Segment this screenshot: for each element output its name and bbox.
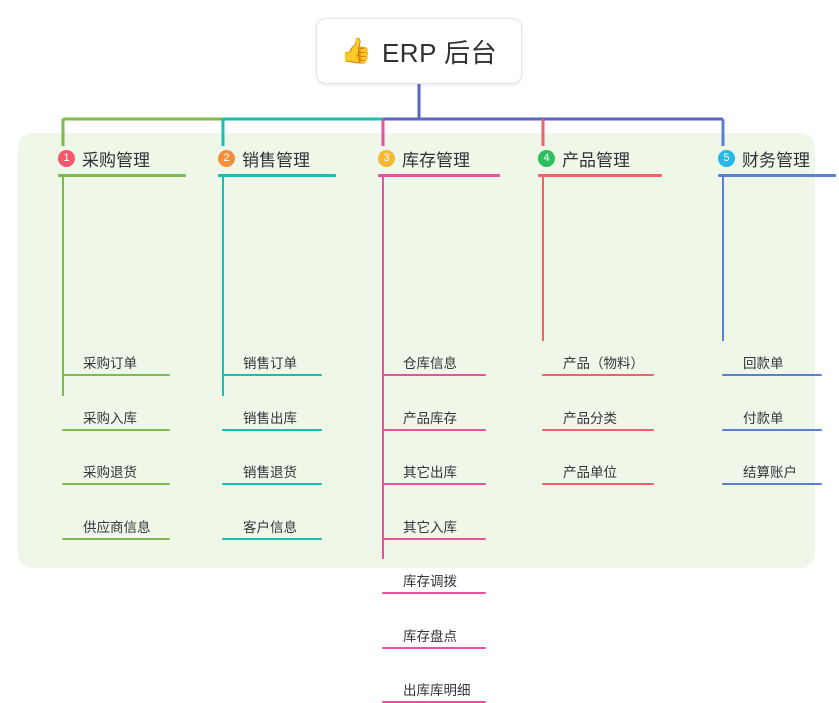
leaf-item-label: 产品单位 bbox=[563, 465, 617, 480]
leaf-item-label: 产品分类 bbox=[563, 410, 617, 426]
leaf-item[interactable]: 销售退货 bbox=[222, 320, 322, 485]
leaf-item[interactable]: 采购入库 bbox=[62, 320, 170, 431]
leaf-item-rule bbox=[542, 428, 654, 431]
leaf-item-label: 供应商信息 bbox=[83, 519, 151, 535]
connector-lines bbox=[61, 84, 725, 146]
leaf-item[interactable]: 产品单位 bbox=[542, 320, 654, 485]
thumbs-up-icon: 👍 bbox=[340, 36, 372, 65]
leaf-item-label: 出库库明细 bbox=[403, 683, 471, 698]
leaf-item-label: 销售订单 bbox=[243, 356, 297, 371]
leaf-item-label: 采购订单 bbox=[83, 356, 137, 371]
branch-header-rule bbox=[538, 174, 662, 177]
leaf-item[interactable]: 采购退货 bbox=[62, 320, 170, 485]
branch-column-2: 2 销售管理销售订单销售出库销售退货客户信息 bbox=[198, 144, 336, 540]
leaf-item-label: 其它出库 bbox=[403, 465, 457, 480]
leaf-item-label: 付款单 bbox=[743, 410, 784, 426]
leaf-item-rule bbox=[722, 483, 822, 485]
leaf-item[interactable]: 客户信息 bbox=[222, 320, 322, 540]
leaf-item[interactable]: 回款单 bbox=[722, 320, 822, 376]
branch-header-5[interactable]: 5 财务管理 bbox=[698, 144, 810, 172]
leaf-item-rule bbox=[62, 537, 170, 540]
leaf-item[interactable]: 仓库信息 bbox=[382, 320, 486, 376]
leaf-item-label: 产品库存 bbox=[403, 410, 457, 426]
branch-column-5: 5 财务管理回款单付款单结算账户 bbox=[698, 144, 836, 485]
branch-title: 产品管理 bbox=[562, 150, 630, 170]
leaf-item-label: 回款单 bbox=[743, 356, 784, 371]
branch-column-1: 1 采购管理采购订单采购入库采购退货供应商信息 bbox=[38, 144, 186, 540]
leaf-item-label: 仓库信息 bbox=[403, 356, 457, 371]
leaf-item-rule bbox=[382, 374, 486, 376]
leaf-item-rule bbox=[222, 483, 322, 485]
leaf-item-rule bbox=[62, 483, 170, 485]
leaf-item-label: 产品（物料） bbox=[563, 356, 644, 371]
branch-trunk bbox=[222, 176, 224, 396]
leaf-item[interactable]: 其它出库 bbox=[382, 320, 486, 485]
leaf-item-label: 采购入库 bbox=[83, 410, 137, 426]
branch-title: 财务管理 bbox=[742, 150, 810, 170]
branch-header-3[interactable]: 3 库存管理 bbox=[358, 144, 470, 172]
leaf-item-rule bbox=[382, 537, 486, 540]
leaf-item[interactable]: 销售出库 bbox=[222, 320, 322, 431]
leaf-item[interactable]: 采购订单 bbox=[62, 320, 170, 376]
leaf-item-label: 采购退货 bbox=[83, 465, 137, 480]
branch-header-rule bbox=[378, 174, 500, 177]
leaf-item-rule bbox=[62, 428, 170, 431]
branch-trunk bbox=[62, 176, 64, 396]
branch-number-badge: 5 bbox=[718, 149, 735, 167]
leaf-item[interactable]: 销售订单 bbox=[222, 320, 322, 376]
branch-trunk bbox=[722, 176, 724, 341]
diagram-background-panel bbox=[18, 133, 815, 568]
branch-number-badge: 2 bbox=[218, 149, 235, 167]
branch-header-rule bbox=[58, 174, 186, 177]
leaf-item-rule bbox=[722, 428, 822, 431]
leaf-item-label: 销售退货 bbox=[243, 465, 297, 480]
leaf-item-rule bbox=[222, 374, 322, 376]
branch-title: 采购管理 bbox=[82, 150, 150, 170]
leaf-item[interactable]: 其它入库 bbox=[382, 320, 486, 540]
leaf-item[interactable]: 产品分类 bbox=[542, 320, 654, 431]
leaf-item-rule bbox=[722, 374, 822, 376]
branch-header-4[interactable]: 4 产品管理 bbox=[518, 144, 630, 172]
branch-number-badge: 4 bbox=[538, 149, 555, 167]
leaf-item-label: 客户信息 bbox=[243, 519, 297, 535]
leaf-item-rule bbox=[62, 374, 170, 376]
leaf-item[interactable]: 出库库明细 bbox=[382, 320, 486, 703]
branch-column-4: 4 产品管理产品（物料） 产品分类产品单位 bbox=[518, 144, 662, 485]
leaf-item[interactable]: 供应商信息 bbox=[62, 320, 170, 540]
branch-number-badge: 3 bbox=[378, 149, 395, 167]
root-node[interactable]: 👍 ERP 后台 bbox=[316, 18, 522, 84]
leaf-item-rule bbox=[542, 483, 654, 485]
branch-title: 销售管理 bbox=[242, 150, 310, 170]
mindmap-canvas: 👍 ERP 后台 1 采购管理采购订单采购入库采购退货供应商信息 2 销售管理销售订单… bbox=[18, 18, 836, 703]
branch-trunk bbox=[542, 176, 544, 341]
branch-trunk bbox=[382, 176, 384, 559]
leaf-item-label: 销售出库 bbox=[243, 410, 297, 426]
leaf-item-label: 结算账户 bbox=[743, 465, 797, 480]
leaf-item-label: 库存调拨 bbox=[403, 574, 457, 589]
branch-header-1[interactable]: 1 采购管理 bbox=[38, 144, 150, 172]
leaf-item-rule bbox=[222, 537, 322, 540]
root-title: ERP 后台 bbox=[381, 37, 498, 68]
branch-title: 库存管理 bbox=[402, 150, 470, 170]
leaf-item-label: 其它入库 bbox=[403, 519, 457, 535]
leaf-item-rule bbox=[382, 428, 486, 431]
leaf-item[interactable]: 产品（物料） bbox=[542, 320, 654, 376]
branch-header-2[interactable]: 2 销售管理 bbox=[198, 144, 310, 172]
leaf-item-rule bbox=[382, 483, 486, 485]
branch-number-badge: 1 bbox=[58, 149, 75, 167]
branch-header-rule bbox=[718, 174, 836, 177]
leaf-item[interactable]: 产品库存 bbox=[382, 320, 486, 431]
leaf-item-rule bbox=[542, 374, 654, 376]
leaf-item-rule bbox=[222, 428, 322, 431]
branch-header-rule bbox=[218, 174, 336, 177]
leaf-item[interactable]: 结算账户 bbox=[722, 320, 822, 485]
leaf-item[interactable]: 付款单 bbox=[722, 320, 822, 431]
